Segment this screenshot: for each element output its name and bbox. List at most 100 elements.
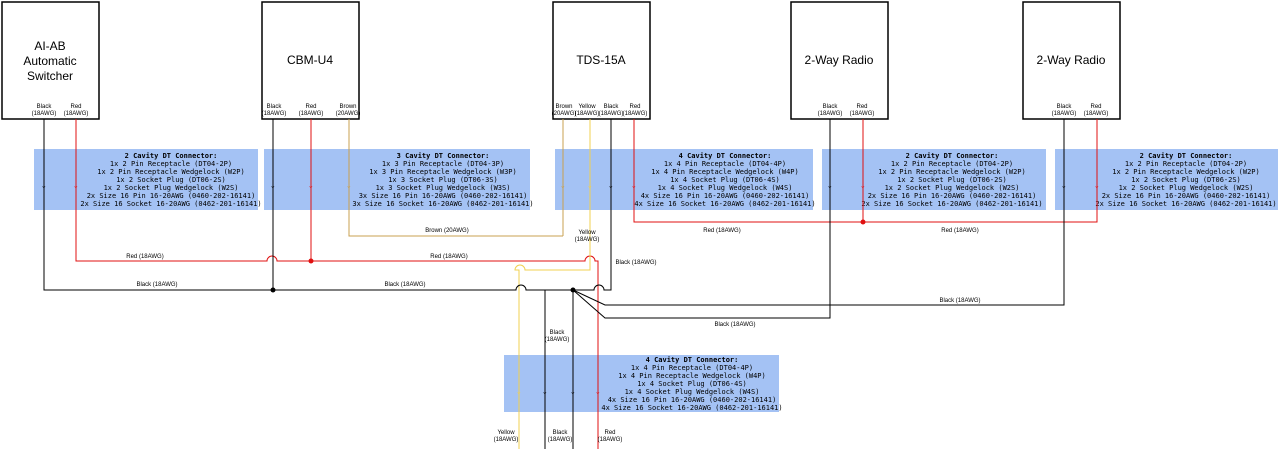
connector-line: 1x 2 Socket Plug (DT06-2S) bbox=[897, 176, 1007, 184]
connector-line: 1x 3 Pin Receptacle (DT04-3P) bbox=[382, 160, 504, 168]
connector-c1[interactable]: 2 Cavity DT Connector: 1x 2 Pin Receptac… bbox=[34, 149, 262, 210]
pin-label: (18AWG) bbox=[818, 111, 843, 117]
device-title-line: Switcher bbox=[27, 69, 73, 83]
junction-dot bbox=[860, 219, 866, 225]
connector-line: 1x 2 Socket Plug Wedgelock (W2S) bbox=[885, 184, 1020, 192]
wire-label: Yellow bbox=[578, 230, 596, 236]
black-wire-tds[interactable] bbox=[573, 119, 612, 291]
wire-label: Red (18AWG) bbox=[941, 228, 978, 234]
pin-label: Black bbox=[267, 104, 283, 110]
wire-arrow-icon: ↓ bbox=[516, 388, 522, 396]
pin-label: (18AWG) bbox=[1084, 111, 1109, 117]
connector-c5[interactable]: 2 Cavity DT Connector: 1x 2 Pin Receptac… bbox=[1055, 149, 1278, 210]
wire-arrow-icon: ↓ bbox=[631, 182, 637, 190]
device-title-line: 2-Way Radio bbox=[805, 53, 874, 67]
connector-line: 2x Size 16 Socket 16-20AWG (0462-201-161… bbox=[80, 200, 261, 208]
device-2-way-radio-1[interactable]: 2-Way Radio Black (18AWG) Red (18AWG) bbox=[790, 1, 889, 120]
connector-line: 2x Size 16 Pin 16-20AWG (0460-202-16141) bbox=[87, 192, 256, 200]
connector-line: 2x Size 16 Pin 16-20AWG (0460-202-16141) bbox=[868, 192, 1037, 200]
wire-label: Black (18AWG) bbox=[939, 298, 980, 304]
connector-line: 1x 2 Pin Receptacle Wedgelock (W2P) bbox=[1112, 168, 1260, 176]
pin-label: Black bbox=[604, 104, 620, 110]
pin-label: Red bbox=[305, 104, 316, 110]
pin-label: (20AWG) bbox=[552, 111, 577, 117]
connector-line: 1x 4 Pin Receptacle Wedgelock (W4P) bbox=[651, 168, 799, 176]
wire-arrow-icon: ↓ bbox=[608, 182, 614, 190]
device-title-line: 2-Way Radio bbox=[1037, 53, 1106, 67]
connector-line: 1x 2 Socket Plug (DT06-2S) bbox=[116, 176, 226, 184]
black-wire-radio1[interactable] bbox=[572, 119, 831, 319]
pin-label: (18AWG) bbox=[850, 111, 875, 117]
pin-label: Red bbox=[856, 104, 867, 110]
connector-line: 1x 4 Pin Receptacle Wedgelock (W4P) bbox=[618, 372, 766, 380]
connector-line: 1x 4 Socket Plug Wedgelock (W4S) bbox=[625, 388, 760, 396]
connector-title: 4 Cavity DT Connector: bbox=[679, 152, 772, 160]
pin-label: Black bbox=[823, 104, 839, 110]
wire-label: (18AWG) bbox=[575, 237, 600, 243]
connector-line: 4x Size 16 Pin 16-20AWG (0460-202-16141) bbox=[608, 396, 777, 404]
connector-c4[interactable]: 2 Cavity DT Connector: 1x 2 Pin Receptac… bbox=[822, 149, 1046, 210]
connector-c6[interactable]: 4 Cavity DT Connector: 1x 4 Pin Receptac… bbox=[504, 355, 783, 412]
device-2-way-radio-2[interactable]: 2-Way Radio Black (18AWG) Red (18AWG) bbox=[1022, 1, 1121, 120]
yellow-wire-tds[interactable] bbox=[514, 119, 591, 449]
output-label: Yellow bbox=[497, 430, 515, 436]
connector-line: 1x 4 Socket Plug (DT06-4S) bbox=[670, 176, 780, 184]
connector-line: 1x 3 Socket Plug (DT06-3S) bbox=[388, 176, 498, 184]
pin-label: Red bbox=[70, 104, 81, 110]
pin-label: (18AWG) bbox=[64, 111, 89, 117]
connector-line: 1x 4 Socket Plug Wedgelock (W4S) bbox=[658, 184, 793, 192]
wire-label: Black (18AWG) bbox=[136, 282, 177, 288]
connector-line: 4x Size 16 Pin 16-20AWG (0460-202-16141) bbox=[641, 192, 810, 200]
connector-line: 1x 4 Socket Plug (DT06-4S) bbox=[637, 380, 747, 388]
junction-dot bbox=[570, 287, 576, 293]
black-wire-radio2[interactable] bbox=[572, 119, 1065, 306]
device-title-line: TDS-15A bbox=[576, 53, 625, 67]
connector-line: 1x 2 Socket Plug (DT06-2S) bbox=[1131, 176, 1241, 184]
connector-line: 1x 2 Pin Receptacle (DT04-2P) bbox=[1125, 160, 1247, 168]
connector-line: 1x 2 Pin Receptacle Wedgelock (W2P) bbox=[97, 168, 245, 176]
wire-arrow-icon: ↓ bbox=[595, 388, 601, 396]
connector-line: 4x Size 16 Socket 16-20AWG (0462-201-161… bbox=[601, 404, 782, 412]
wire-label: Red (18AWG) bbox=[126, 254, 163, 260]
pin-label: Red bbox=[1090, 104, 1101, 110]
wire-arrow-icon: ↓ bbox=[860, 182, 866, 190]
wire-arrow-icon: ↓ bbox=[587, 182, 593, 190]
connector-line: 2x Size 16 Pin 16-20AWG (0460-202-16141) bbox=[1102, 192, 1271, 200]
wire-arrow-icon: ↓ bbox=[308, 182, 314, 190]
wire-arrow-icon: ↓ bbox=[270, 182, 276, 190]
device-cbm-u4[interactable]: CBM-U4 Black (18AWG) Red (18AWG) Brown (… bbox=[261, 1, 361, 120]
device-tds-15a[interactable]: TDS-15A Brown (20AWG) Yellow (18AWG) Bla… bbox=[552, 1, 651, 120]
pin-label: (20AWG) bbox=[336, 111, 361, 117]
connector-line: 1x 2 Pin Receptacle (DT04-2P) bbox=[110, 160, 232, 168]
wire-label: (18AWG) bbox=[545, 337, 570, 343]
wire-arrow-icon: ↓ bbox=[1061, 182, 1067, 190]
output-label: (18AWG) bbox=[548, 437, 573, 443]
wire-label: Brown (20AWG) bbox=[425, 228, 468, 234]
connector-line: 1x 3 Pin Receptacle Wedgelock (W3P) bbox=[369, 168, 517, 176]
pin-label: Brown bbox=[339, 104, 356, 110]
connector-line: 1x 2 Socket Plug Wedgelock (W2S) bbox=[1119, 184, 1254, 192]
wire-arrow-icon: ↓ bbox=[560, 182, 566, 190]
red-wire-aiab[interactable] bbox=[75, 119, 599, 449]
output-label: Red bbox=[604, 430, 615, 436]
wire-arrow-icon: ↓ bbox=[542, 388, 548, 396]
device-ai-ab[interactable]: AI-AB Automatic Switcher Black (18AWG) R… bbox=[1, 1, 100, 120]
connector-line: 1x 3 Socket Plug Wedgelock (W3S) bbox=[376, 184, 511, 192]
pin-label: (18AWG) bbox=[32, 111, 57, 117]
connector-c2[interactable]: 3 Cavity DT Connector: 1x 3 Pin Receptac… bbox=[264, 149, 534, 210]
connector-line: 3x Size 16 Pin 16-20AWG (0460-202-16141) bbox=[359, 192, 528, 200]
connector-title: 2 Cavity DT Connector: bbox=[906, 152, 999, 160]
connector-line: 3x Size 16 Socket 16-20AWG (0462-201-161… bbox=[352, 200, 533, 208]
device-title-line: AI-AB bbox=[34, 39, 65, 53]
pin-label: (18AWG) bbox=[299, 111, 324, 117]
brown-wire-cbm[interactable] bbox=[348, 119, 563, 237]
output-label: Black bbox=[553, 430, 569, 436]
connector-title: 2 Cavity DT Connector: bbox=[1140, 152, 1233, 160]
black-wire-aiab[interactable] bbox=[43, 119, 573, 291]
pin-label: (18AWG) bbox=[1052, 111, 1077, 117]
wire-label: Red (18AWG) bbox=[703, 228, 740, 234]
pin-label: Black bbox=[37, 104, 53, 110]
connector-c3[interactable]: 4 Cavity DT Connector: 1x 4 Pin Receptac… bbox=[555, 149, 816, 210]
connector-line: 1x 2 Pin Receptacle Wedgelock (W2P) bbox=[878, 168, 1026, 176]
